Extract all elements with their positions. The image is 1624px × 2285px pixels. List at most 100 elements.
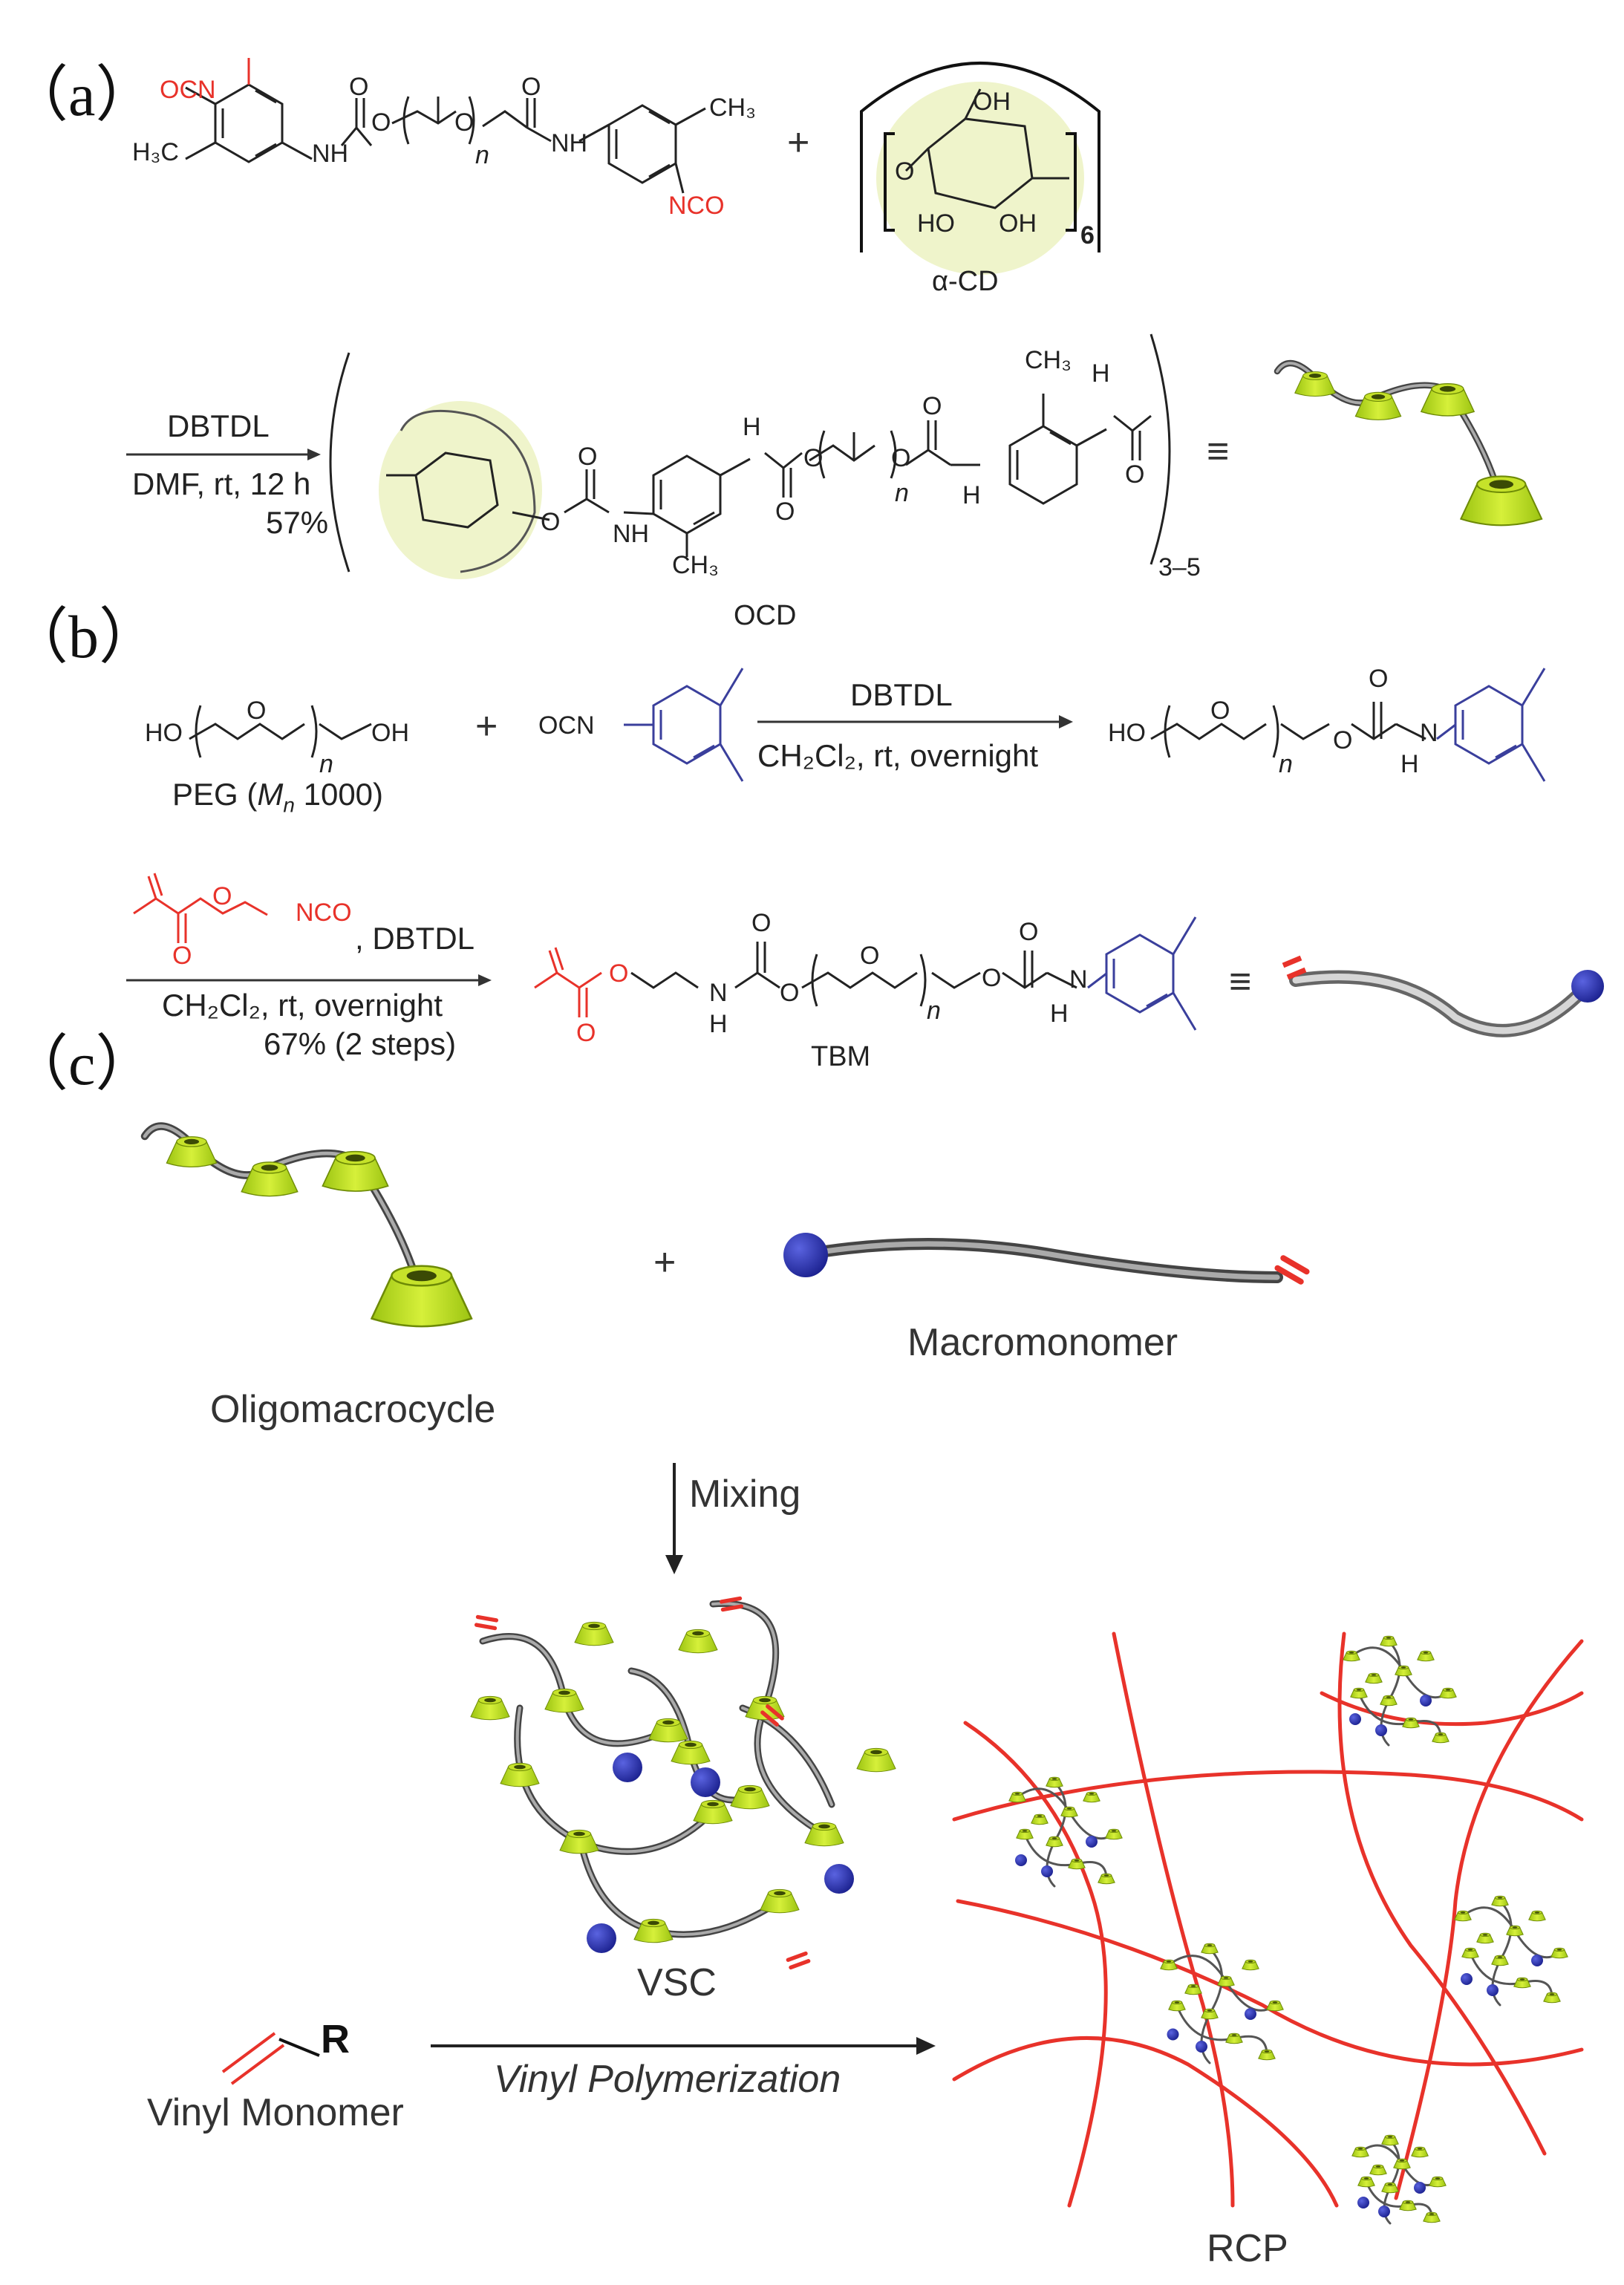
rcp-cluster-2-ring-3-cavity bbox=[1445, 1689, 1451, 1691]
repeat-count: 3–5 bbox=[1158, 553, 1201, 581]
rcp-cluster-5-ball-1 bbox=[1378, 2206, 1390, 2217]
rcp-cluster-3-ball-1 bbox=[1487, 1984, 1499, 1996]
rcp-red-chain-1 bbox=[952, 1770, 1584, 1822]
ocd-cartoon-ring-1 bbox=[1294, 371, 1336, 397]
vsc-ring-15-body bbox=[574, 1625, 614, 1646]
vsc-red-end-2 bbox=[719, 1596, 744, 1612]
rcp-cluster-4-ring-8 bbox=[1201, 2008, 1219, 2020]
rcp-cluster-2-ring-8 bbox=[1380, 1695, 1398, 1707]
rcp-cluster-4-ball-2 bbox=[1245, 2008, 1256, 2020]
rcp-cluster-5-ring-7-body bbox=[1381, 2136, 1399, 2146]
rcp-cluster-2-ring-6-cavity bbox=[1438, 1733, 1444, 1735]
rcp-cluster-1-ball-2 bbox=[1086, 1836, 1098, 1848]
rcp-cluster-4-ring-7-body bbox=[1201, 1944, 1219, 1955]
rcp-cluster-5-ring-8-cavity bbox=[1387, 2183, 1393, 2185]
o-label-a2: O bbox=[371, 108, 391, 137]
vsc-ring-11-cavity bbox=[744, 1787, 756, 1792]
rcp-red-chain-8 bbox=[1320, 1691, 1584, 1727]
condition-b1-bottom: CH₂Cl₂, rt, overnight bbox=[757, 738, 1039, 773]
rcp-cluster-3-ball-3 bbox=[1461, 1973, 1473, 1985]
ocd-cartoon-ring-2-cavity bbox=[1371, 394, 1386, 400]
rcp-cluster-5-ring-4-body bbox=[1357, 2177, 1375, 2188]
nh-label-a1: NH bbox=[312, 140, 349, 168]
vsc-red-end-3-bar-1 bbox=[766, 1704, 784, 1721]
rcp-cluster-3-ring-8 bbox=[1491, 1955, 1509, 1966]
oligomacrocycle-cartoon-ring-1-cavity bbox=[183, 1138, 200, 1145]
rcp-cluster-5-ring-4-cavity bbox=[1363, 2177, 1369, 2180]
rcp-cluster-4-ring-7-cavity bbox=[1207, 1944, 1213, 1946]
rcp-cluster-5-ring-4 bbox=[1357, 2176, 1375, 2188]
ocd-o-2: O bbox=[541, 508, 561, 536]
rcp-cluster-3-ring-4-cavity bbox=[1467, 1949, 1473, 1951]
rcp-cluster-5-ring-9-body bbox=[1369, 2165, 1387, 2176]
ocd-cartoon-ring-3 bbox=[1420, 383, 1475, 417]
rcp-cluster-3-ring-1-body bbox=[1454, 1911, 1472, 1922]
rcp-cluster-3-ring-10 bbox=[1528, 1910, 1546, 1922]
oligomacrocycle-cartoon-ring-4-cavity bbox=[406, 1270, 437, 1282]
b1-o-3: O bbox=[1369, 665, 1389, 693]
b1-o-1: O bbox=[1210, 697, 1230, 725]
rcp-cluster-4-ring-10-cavity bbox=[1248, 1960, 1253, 1963]
vsc-end-ball-4 bbox=[587, 1923, 616, 1953]
ocd-cartoon-ring-1-cavity bbox=[1308, 374, 1322, 378]
condition-b2-top: , DBTDL bbox=[355, 921, 475, 956]
rcp-cluster-5-ring-5 bbox=[1399, 2200, 1417, 2211]
rcp-cluster-4-ring-6-body bbox=[1258, 2050, 1276, 2061]
rcp-cluster-5-ring-1-cavity bbox=[1357, 2148, 1363, 2150]
rcp-cluster-2-ring-1-body bbox=[1343, 1652, 1360, 1662]
rcp-cluster-4-ring-9 bbox=[1184, 1984, 1202, 1995]
rcp-cluster-2-ring-5 bbox=[1402, 1717, 1420, 1729]
oligomacrocycle-cartoon-ring-1-body bbox=[166, 1141, 218, 1167]
ocd-label: OCD bbox=[734, 600, 797, 631]
rcp-cluster-1-ring-9-body bbox=[1031, 1815, 1049, 1825]
vsc-ring-7-cavity bbox=[818, 1824, 830, 1829]
vsc-ring-2-body bbox=[648, 1721, 688, 1743]
rcp-cluster-4-ring-3-body bbox=[1266, 2001, 1284, 2012]
acd-label: α-CD bbox=[932, 266, 999, 297]
benzene-ring-right bbox=[607, 104, 677, 184]
macromonomer-chain-highlight bbox=[799, 1241, 1280, 1280]
rcp-cluster-1-ring-8-body bbox=[1046, 1837, 1063, 1848]
rcp-cluster-2-ball-3 bbox=[1349, 1713, 1361, 1725]
tbm-o-6: O bbox=[982, 964, 1002, 992]
rcp-cluster-4-ring-2 bbox=[1217, 1975, 1235, 1987]
ocd-cartoon-ring-4-cavity bbox=[1489, 480, 1514, 489]
rcp-cluster-3-ring-9-cavity bbox=[1482, 1934, 1488, 1936]
rcp-cluster-1-ring-3-body bbox=[1105, 1830, 1123, 1840]
vsc-ring-14-cavity bbox=[870, 1750, 882, 1755]
rcp-cluster-5-ring-8-body bbox=[1381, 2183, 1399, 2194]
tbm-h-1: H bbox=[709, 1010, 728, 1038]
ocd-n-sub: n bbox=[895, 479, 909, 507]
condition-b2-bottom-2: 67% (2 steps) bbox=[264, 1026, 457, 1061]
rcp-cluster-4-ring-5-body bbox=[1225, 2034, 1243, 2044]
ocd-cartoon-ring-2-body bbox=[1354, 396, 1402, 420]
h3c-label: H₃C bbox=[132, 138, 179, 166]
rcp-cluster-1-ball-3 bbox=[1015, 1854, 1027, 1866]
benzene-ring-left bbox=[214, 83, 284, 163]
vsc-ring-6-cavity bbox=[759, 1698, 771, 1703]
rcp-cluster-4-ring-2-body bbox=[1217, 1977, 1235, 1987]
vsc-ring-11 bbox=[730, 1784, 770, 1810]
reagent-nco: NCO bbox=[296, 899, 352, 927]
vsc-end-ball-2 bbox=[824, 1864, 854, 1894]
ocd-o-1: O bbox=[578, 443, 598, 471]
vsc-ring-4 bbox=[559, 1829, 599, 1854]
ocd-cartoon-ring-3-cavity bbox=[1439, 385, 1456, 392]
rcp-cluster-3-ring-10-body bbox=[1528, 1911, 1546, 1922]
rcp-cluster-5-ring-1 bbox=[1351, 2146, 1369, 2158]
ocd-ch3-1: CH₃ bbox=[672, 551, 719, 579]
oligomacrocycle-cartoon-ring-3 bbox=[322, 1150, 389, 1192]
rcp-cluster-1-ring-4-body bbox=[1016, 1830, 1034, 1840]
rcp-cluster-5-ring-3-cavity bbox=[1435, 2177, 1441, 2180]
ocd-o-7: O bbox=[1125, 460, 1145, 489]
rcp-cluster-5-ring-6-body bbox=[1423, 2213, 1441, 2223]
oligomacrocycle-label: Oligomacrocycle bbox=[210, 1388, 496, 1431]
ocd-cartoon-ring-3-body bbox=[1420, 388, 1475, 417]
condition-a-bottom-1: DMF, rt, 12 h bbox=[132, 466, 311, 501]
rcp-cluster-5-ball-3 bbox=[1357, 2197, 1369, 2209]
vinyl-monomer-label: Vinyl Monomer bbox=[147, 2091, 404, 2134]
panel-a-reactant-diisocyanate bbox=[185, 58, 706, 194]
vsc-ring-10 bbox=[671, 1740, 711, 1765]
vsc-ring-4-body bbox=[559, 1833, 599, 1854]
rcp-cluster-1-ring-10-body bbox=[1083, 1793, 1100, 1803]
